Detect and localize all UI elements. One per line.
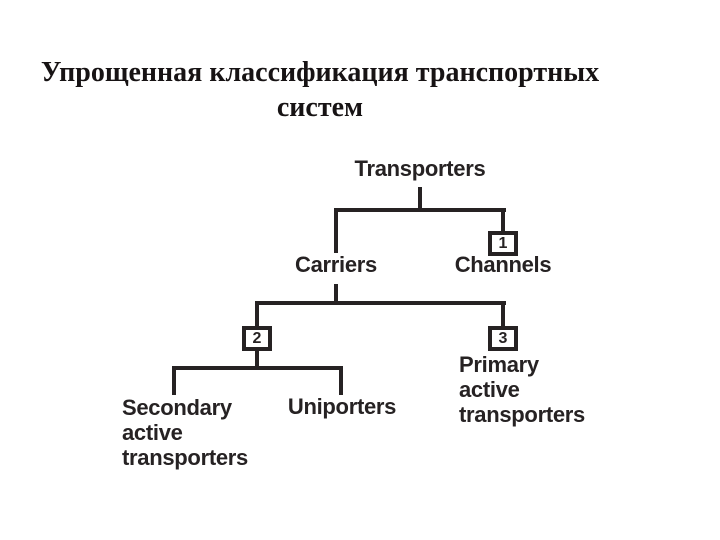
node-carriers: Carriers bbox=[295, 252, 377, 277]
connector-level2-horizontal bbox=[255, 301, 506, 305]
node-primary-active-transporters: Primary active transporters bbox=[459, 352, 585, 427]
badge-2-number: 2 bbox=[252, 329, 262, 347]
badge-box-1: 1 bbox=[488, 231, 518, 256]
connector-drop-box2 bbox=[255, 301, 259, 329]
connector-drop-carriers bbox=[334, 208, 338, 253]
connector-drop-secondary bbox=[172, 366, 176, 395]
badge-3-number: 3 bbox=[498, 329, 508, 347]
node-uniporters: Uniporters bbox=[287, 394, 397, 419]
connector-level1-horizontal bbox=[334, 208, 506, 212]
connector-drop-channels bbox=[501, 208, 505, 234]
connector-transporters-stem bbox=[418, 187, 422, 210]
node-secondary-active-transporters: Secondary active transporters bbox=[122, 395, 248, 470]
badge-box-2: 2 bbox=[242, 326, 272, 351]
node-channels: Channels bbox=[454, 252, 552, 277]
connector-drop-box3 bbox=[501, 301, 505, 329]
slide-title: Упрощенная классификация транспортных си… bbox=[40, 57, 600, 123]
badge-1-number: 1 bbox=[498, 234, 508, 252]
badge-box-3: 3 bbox=[488, 326, 518, 351]
node-transporters: Transporters bbox=[354, 156, 486, 181]
connector-box2-stem bbox=[255, 349, 259, 370]
connector-carriers-stem bbox=[334, 284, 338, 305]
connector-drop-uniporters bbox=[339, 366, 343, 395]
connector-level3-horizontal bbox=[172, 366, 343, 370]
